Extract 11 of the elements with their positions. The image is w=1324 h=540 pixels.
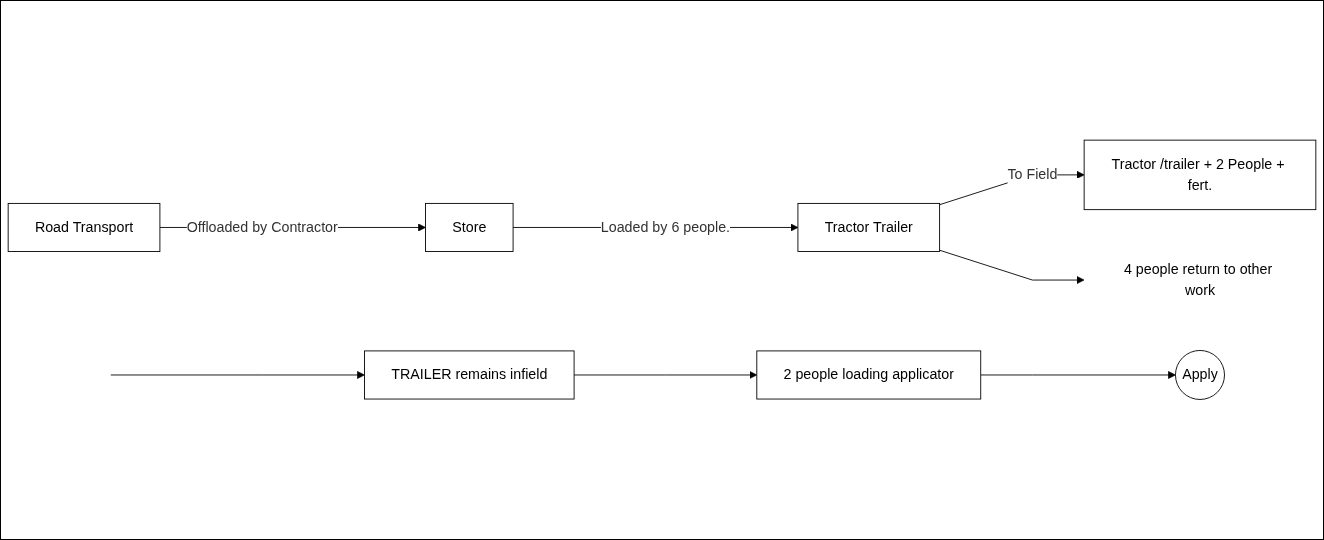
node-circle: Apply (1175, 350, 1225, 401)
edge-label: To Field (1007, 167, 1058, 183)
node-box: Road Transport (7, 203, 161, 253)
node-box: 2 people loading applicator (756, 350, 982, 400)
node-box: Tractor /trailer + 2 People + fert. (1083, 139, 1317, 211)
edge-label: Loaded by 6 people. (600, 219, 731, 235)
node-box: Tractor Trailer (797, 203, 941, 253)
edge-label: Offloaded by Contractor (186, 219, 338, 235)
node-box: Store (425, 203, 514, 253)
node-box: TRAILER remains infield (364, 350, 575, 400)
node-text: 4 people return to other work (1123, 261, 1273, 299)
